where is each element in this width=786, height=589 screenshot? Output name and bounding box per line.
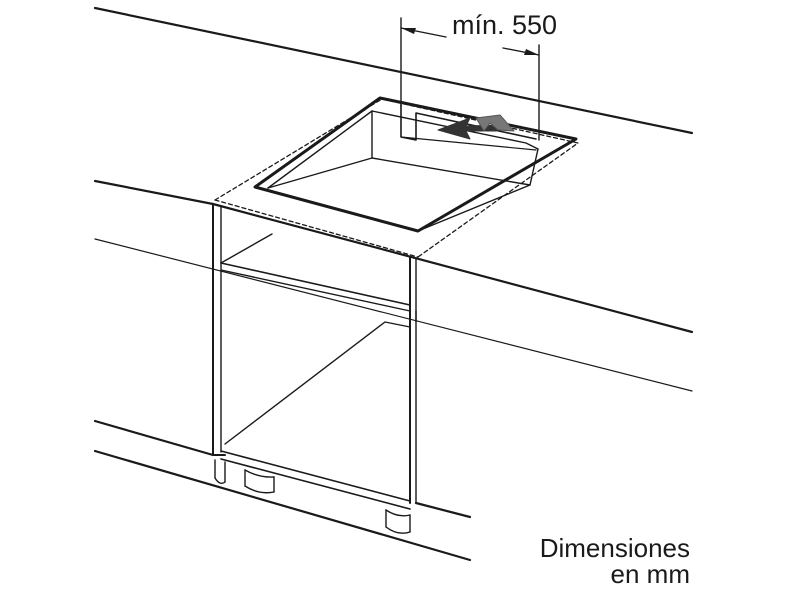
countertop-front-edge	[93, 179, 215, 206]
cutout-inner-floor	[529, 148, 539, 186]
caption-line-1: Dimensiones	[539, 533, 690, 563]
dimension-label: mín. 550	[452, 10, 558, 40]
cabinet-interior-back	[224, 321, 411, 445]
cabinet-foot	[214, 459, 226, 485]
dimension-arrowhead	[401, 28, 416, 34]
cabinet-floor	[220, 450, 411, 502]
plinth-top-line	[93, 419, 215, 457]
cabinet-foot	[244, 469, 275, 494]
cabinet-foot	[385, 509, 411, 534]
cabinet-floor	[220, 458, 411, 510]
countertop-lower-edge	[94, 238, 693, 392]
rear-notch	[400, 104, 537, 141]
cabinet-shelf-front	[220, 262, 411, 306]
plinth-bottom-line	[93, 449, 472, 562]
plinth-top-line	[414, 501, 472, 519]
cabinet-shelf-back	[220, 233, 273, 264]
cabinet-shelf-front	[220, 269, 411, 312]
countertop-cutout	[253, 96, 578, 233]
countertop-front-edge	[211, 202, 694, 334]
cabinet-left-side	[212, 203, 226, 456]
dimension-arrowhead	[524, 49, 539, 55]
countertop-back-edge	[93, 6, 694, 135]
units-caption: Dimensiones en mm	[540, 535, 690, 587]
caption-line-2: en mm	[610, 559, 690, 589]
cutout-inner-floor	[267, 157, 531, 232]
airflow-arrow-icon	[475, 114, 515, 132]
